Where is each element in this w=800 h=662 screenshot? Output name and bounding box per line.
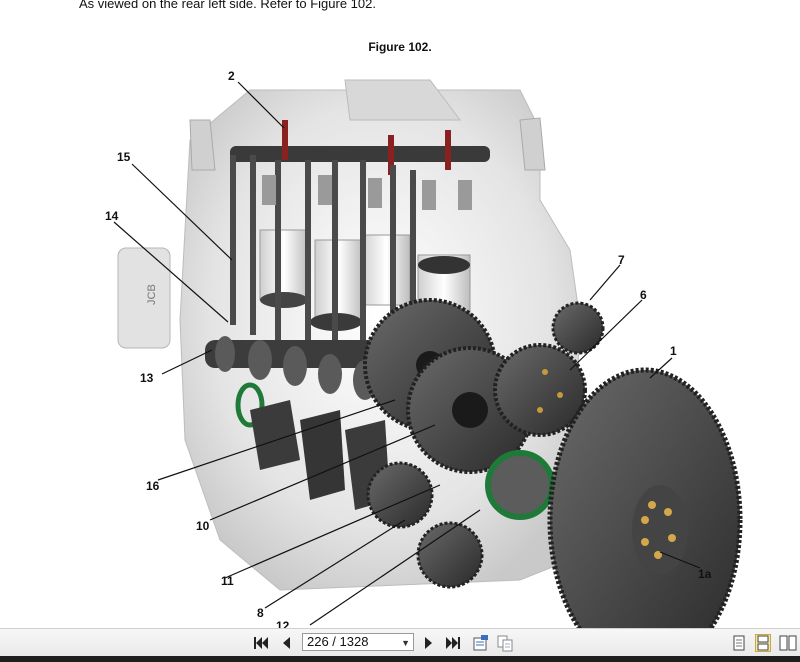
- single-page-view-button[interactable]: [731, 634, 747, 652]
- camshaft: [205, 336, 385, 428]
- continuous-view-icon: [497, 635, 513, 652]
- crankshaft: [250, 400, 390, 510]
- callout-13: 13: [140, 371, 154, 385]
- engine-figure: JCB: [100, 60, 800, 628]
- rocker-assembly: [230, 120, 490, 360]
- leader-lines: [113, 81, 701, 626]
- flywheel: [547, 367, 743, 628]
- single-page-icon: [733, 635, 745, 651]
- document-page: As viewed on the rear left side. Refer t…: [79, 0, 800, 628]
- callout-2: 2: [228, 69, 235, 83]
- page-number-field[interactable]: 226 / 1328 ▼: [302, 633, 414, 651]
- first-page-button[interactable]: [252, 634, 270, 652]
- viewer-toolbar: 226 / 1328 ▼: [0, 628, 800, 657]
- intro-text: As viewed on the rear left side. Refer t…: [79, 0, 376, 11]
- callout-14: 14: [105, 209, 119, 223]
- facing-pages-view-button[interactable]: [755, 634, 771, 652]
- previous-page-button[interactable]: [277, 634, 295, 652]
- page-indicator: 226 / 1328: [307, 634, 369, 649]
- status-bar: [0, 656, 800, 662]
- timing-gears: [363, 298, 605, 589]
- callout-1a: 1a: [698, 567, 712, 581]
- oil-filter: JCB: [117, 247, 171, 349]
- first-page-icon: [254, 637, 268, 649]
- callout-6: 6: [640, 288, 647, 302]
- figure-caption: Figure 102.: [368, 40, 432, 54]
- callout-15: 15: [117, 150, 131, 164]
- last-page-button[interactable]: [444, 634, 462, 652]
- callout-1: 1: [670, 344, 677, 358]
- page-select-chevron-icon[interactable]: ▼: [401, 638, 410, 648]
- callout-8: 8: [257, 606, 264, 620]
- continuous-view-button[interactable]: [496, 634, 514, 652]
- two-page-view-button[interactable]: [779, 634, 797, 652]
- callout-10: 10: [196, 519, 210, 533]
- next-page-button[interactable]: [420, 634, 438, 652]
- previous-page-icon: [283, 637, 290, 649]
- fit-page-icon: [473, 635, 488, 651]
- callout-12: 12: [276, 619, 290, 628]
- two-page-icon: [779, 635, 797, 651]
- fit-page-button[interactable]: [472, 634, 490, 652]
- callout-16: 16: [146, 479, 160, 493]
- engine-illustration: JCB: [105, 69, 743, 628]
- last-page-icon: [446, 637, 460, 649]
- svg-text:JCB: JCB: [146, 284, 158, 305]
- next-page-icon: [425, 637, 432, 649]
- facing-pages-icon: [757, 635, 769, 651]
- callout-11: 11: [221, 574, 234, 588]
- callout-7: 7: [618, 253, 625, 267]
